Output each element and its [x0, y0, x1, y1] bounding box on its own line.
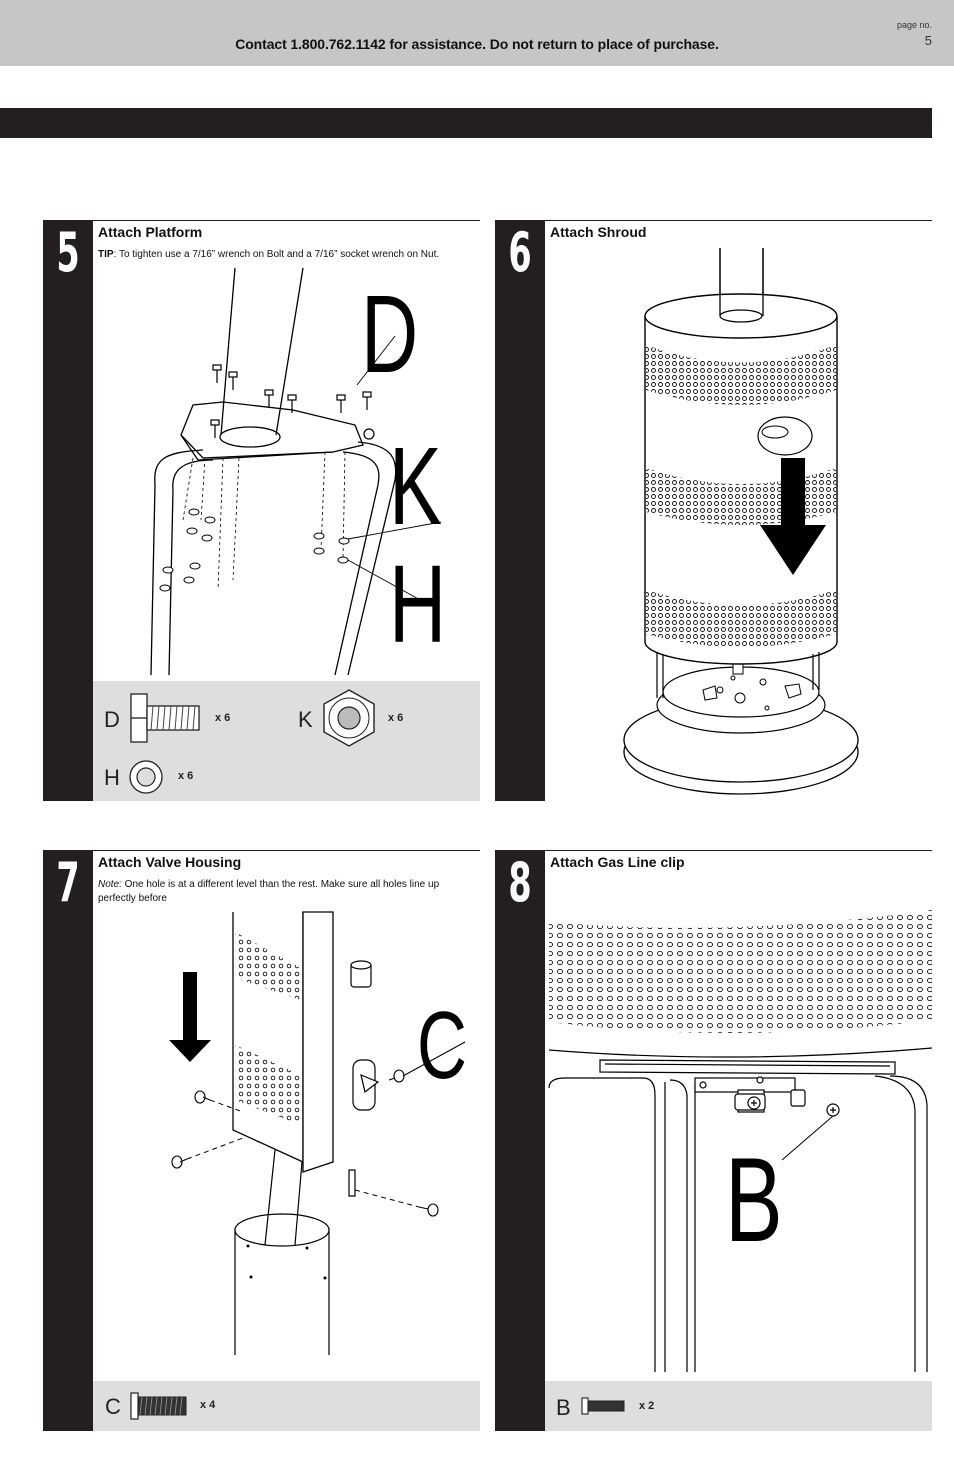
step-number: 8 [508, 851, 532, 914]
header-bar [0, 0, 954, 66]
step-number: 7 [56, 851, 80, 914]
part-qty-k: x 6 [388, 712, 404, 724]
step-7: 7 Attach Valve Housing Note: One hole is… [43, 850, 480, 1431]
callout-c: C [417, 992, 467, 1099]
callout-h: H [389, 543, 447, 666]
part-label-c: C [105, 1394, 121, 1419]
contact-text: Contact 1.800.762.1142 for assistance. D… [235, 36, 719, 52]
valve-housing-illustration [169, 911, 466, 1355]
tip-body: : To tighten use a 7/16” wrench on Bolt … [113, 249, 440, 260]
divider [545, 220, 932, 221]
note-label: Note: [98, 879, 122, 890]
gas-line-clip-illustration [548, 910, 932, 1372]
screw-icon [581, 1397, 625, 1415]
step-5: 5 Attach Platform TIP: To tighten use a … [43, 220, 480, 801]
note-body: One hole is at a different level than th… [98, 879, 440, 904]
step-rail [43, 220, 93, 801]
step-number: 5 [56, 221, 80, 284]
screw-icon [130, 1392, 187, 1420]
note-text: Note: One hole is at a different level t… [98, 878, 456, 906]
tip-label: TIP [98, 249, 114, 260]
step-rail [495, 220, 545, 801]
step-number: 6 [508, 221, 532, 284]
washer-icon [129, 760, 163, 794]
step-8: 8 Attach Gas Line clip [495, 850, 932, 1431]
callout-b: B [725, 1133, 783, 1267]
parts-box: B x 2 [545, 1381, 932, 1431]
divider [93, 850, 480, 851]
page-number: 5 [924, 33, 932, 48]
nut-icon [323, 689, 375, 747]
step-title: Attach Platform [98, 224, 203, 240]
part-label-h: H [104, 765, 120, 790]
parts-box: C x 4 [93, 1381, 480, 1431]
part-qty-b: x 2 [639, 1400, 655, 1412]
shroud-illustration [623, 248, 859, 795]
divider [93, 220, 480, 221]
step-rail [495, 850, 545, 1431]
divider [545, 850, 932, 851]
part-qty-c: x 4 [200, 1399, 216, 1411]
step-rail [43, 850, 93, 1431]
step-6: 6 Attach Shroud [495, 220, 932, 801]
tip-text: TIP: To tighten use a 7/16” wrench on Bo… [98, 248, 456, 262]
part-label-k: K [298, 707, 313, 732]
step-title: Attach Valve Housing [98, 854, 242, 870]
parts-box: D x 6 K x 6 H x 6 [93, 681, 480, 801]
part-qty-d: x 6 [215, 712, 231, 724]
bolt-icon [130, 693, 200, 743]
step-title: Attach Gas Line clip [550, 854, 685, 870]
callout-k: K [389, 425, 442, 548]
part-label-b: B [556, 1395, 571, 1420]
callout-d: D [361, 273, 419, 396]
page-label: page no. [896, 20, 932, 30]
platform-illustration [150, 267, 442, 676]
part-qty-h: x 6 [178, 770, 194, 782]
section-bar [0, 108, 932, 138]
part-label-d: D [104, 707, 120, 732]
step-title: Attach Shroud [550, 224, 647, 240]
